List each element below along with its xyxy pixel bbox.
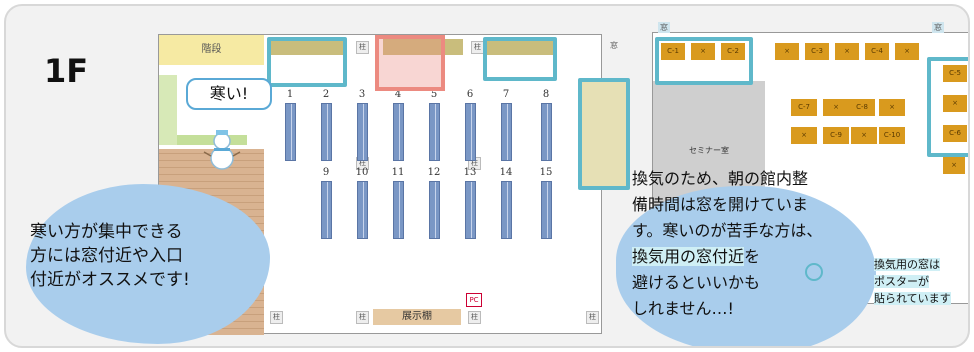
note-line: 備時間は窓を開けていま: [632, 195, 809, 214]
seat-c1: C-1: [661, 43, 685, 60]
row-number: 5: [430, 89, 438, 100]
seat-c2: C-2: [721, 43, 745, 60]
row-number: 4: [394, 89, 402, 100]
window-label: 窓: [610, 41, 618, 50]
note-line: 換気用の窓付近を: [632, 244, 882, 270]
desk-column: [541, 103, 552, 161]
display-shelf: 展示棚: [373, 309, 461, 325]
speech-bubble: 寒い!: [186, 78, 272, 110]
window-highlight: [483, 37, 557, 81]
window-highlight: [578, 78, 630, 190]
green-bar: [177, 135, 247, 145]
seat-x: ×: [823, 99, 849, 116]
note-line: 換気用の窓は: [874, 258, 940, 271]
row-number: 11: [391, 167, 405, 178]
note-line: 換気のため、朝の館内整: [632, 169, 809, 188]
right-note: 換気用の窓は ポスターが 貼られています: [874, 256, 951, 307]
seat-c10: C-10: [879, 127, 905, 144]
row-number: 1: [286, 89, 294, 100]
entrance-highlight: [375, 35, 445, 91]
window-highlight: [927, 57, 968, 157]
center-note: 換気のため、朝の館内整 備時間は窓を開けていま す。寒いのが苦手な方は、 換気用…: [632, 166, 882, 322]
pillar: 柱: [468, 311, 481, 324]
row-number: 2: [322, 89, 330, 100]
desk-column: [321, 181, 332, 239]
seat-x: ×: [791, 127, 817, 144]
row-number: 12: [427, 167, 441, 178]
window-seat-bar: [485, 39, 555, 55]
note-line: ポスターが: [874, 275, 929, 288]
seat-x: ×: [835, 43, 859, 60]
seat-c4: C-4: [865, 43, 889, 60]
row-number: 14: [499, 167, 513, 178]
note-line: 付近がオススメです!: [30, 270, 190, 290]
pillar: 柱: [270, 311, 283, 324]
row-number: 13: [463, 167, 477, 178]
pillar: 柱: [586, 311, 599, 324]
desk-column: [429, 103, 440, 161]
seat-x: ×: [775, 43, 799, 60]
pc-marker: PC: [466, 293, 482, 307]
window-label: 窓: [658, 22, 670, 33]
desk-column: [429, 181, 440, 239]
note-line: 寒い方が集中できる: [30, 222, 183, 242]
snowman-icon: [203, 130, 241, 170]
left-note: 寒い方が集中できる 方には窓付近や入口 付近がオススメです!: [30, 220, 266, 292]
note-line: 方には窓付近や入口: [30, 246, 183, 266]
row-number: 7: [502, 89, 510, 100]
floor-label: 1F: [44, 52, 89, 90]
desk-column: [285, 103, 296, 161]
row-number: 15: [539, 167, 553, 178]
note-blob: [616, 186, 876, 346]
desk-column: [321, 103, 332, 161]
seat-c3: C-3: [805, 43, 829, 60]
window-highlight: [267, 37, 347, 87]
pillar: 柱: [356, 311, 369, 324]
seat-x: ×: [895, 43, 919, 60]
row-number: 6: [466, 89, 474, 100]
circle-icon: [805, 263, 823, 281]
seat-c8: C-8: [849, 99, 875, 116]
note-blob: [26, 184, 270, 344]
seat-c5: C-5: [943, 65, 967, 82]
row-number: 3: [358, 89, 366, 100]
seat-x: ×: [879, 99, 905, 116]
seat-x: ×: [943, 95, 967, 112]
stairs-area: 階段: [159, 35, 264, 65]
window-seat-bar: [271, 39, 343, 55]
desk-column: [465, 103, 476, 161]
desk-column: [393, 103, 404, 161]
row-number: 9: [322, 167, 330, 178]
desk-column: [541, 181, 552, 239]
row-number: 8: [542, 89, 550, 100]
window-label: 窓: [932, 22, 944, 33]
side-window-seats: [582, 82, 626, 190]
note-line: 貼られています: [874, 292, 951, 305]
desk-column: [501, 181, 512, 239]
desk-column: [501, 103, 512, 161]
seat-c7: C-7: [791, 99, 817, 116]
note-line: 避けるといいかも: [632, 273, 761, 292]
floor-guide-panel: 階段 柱 柱 柱 柱 柱 柱 柱 柱 1 2 3 4 5 6 7 8: [4, 4, 970, 348]
desk-column: [357, 181, 368, 239]
seat-x: ×: [851, 127, 877, 144]
seat-x: ×: [943, 157, 965, 174]
window-highlight: [655, 37, 753, 85]
pillar: 柱: [356, 41, 369, 54]
note-line: す。寒いのが苦手な方は、: [632, 221, 823, 240]
desk-column: [465, 181, 476, 239]
desk-column: [357, 103, 368, 161]
row-number: 10: [355, 167, 369, 178]
desk-column: [393, 181, 404, 239]
highlighted-phrase: 換気用の窓付近: [632, 247, 745, 266]
seat-c6: C-6: [943, 125, 967, 142]
green-area: [159, 75, 177, 145]
seat-x: ×: [691, 43, 715, 60]
seat-c9: C-9: [823, 127, 849, 144]
note-text: を: [744, 247, 761, 266]
note-line: しれません…!: [632, 299, 734, 318]
